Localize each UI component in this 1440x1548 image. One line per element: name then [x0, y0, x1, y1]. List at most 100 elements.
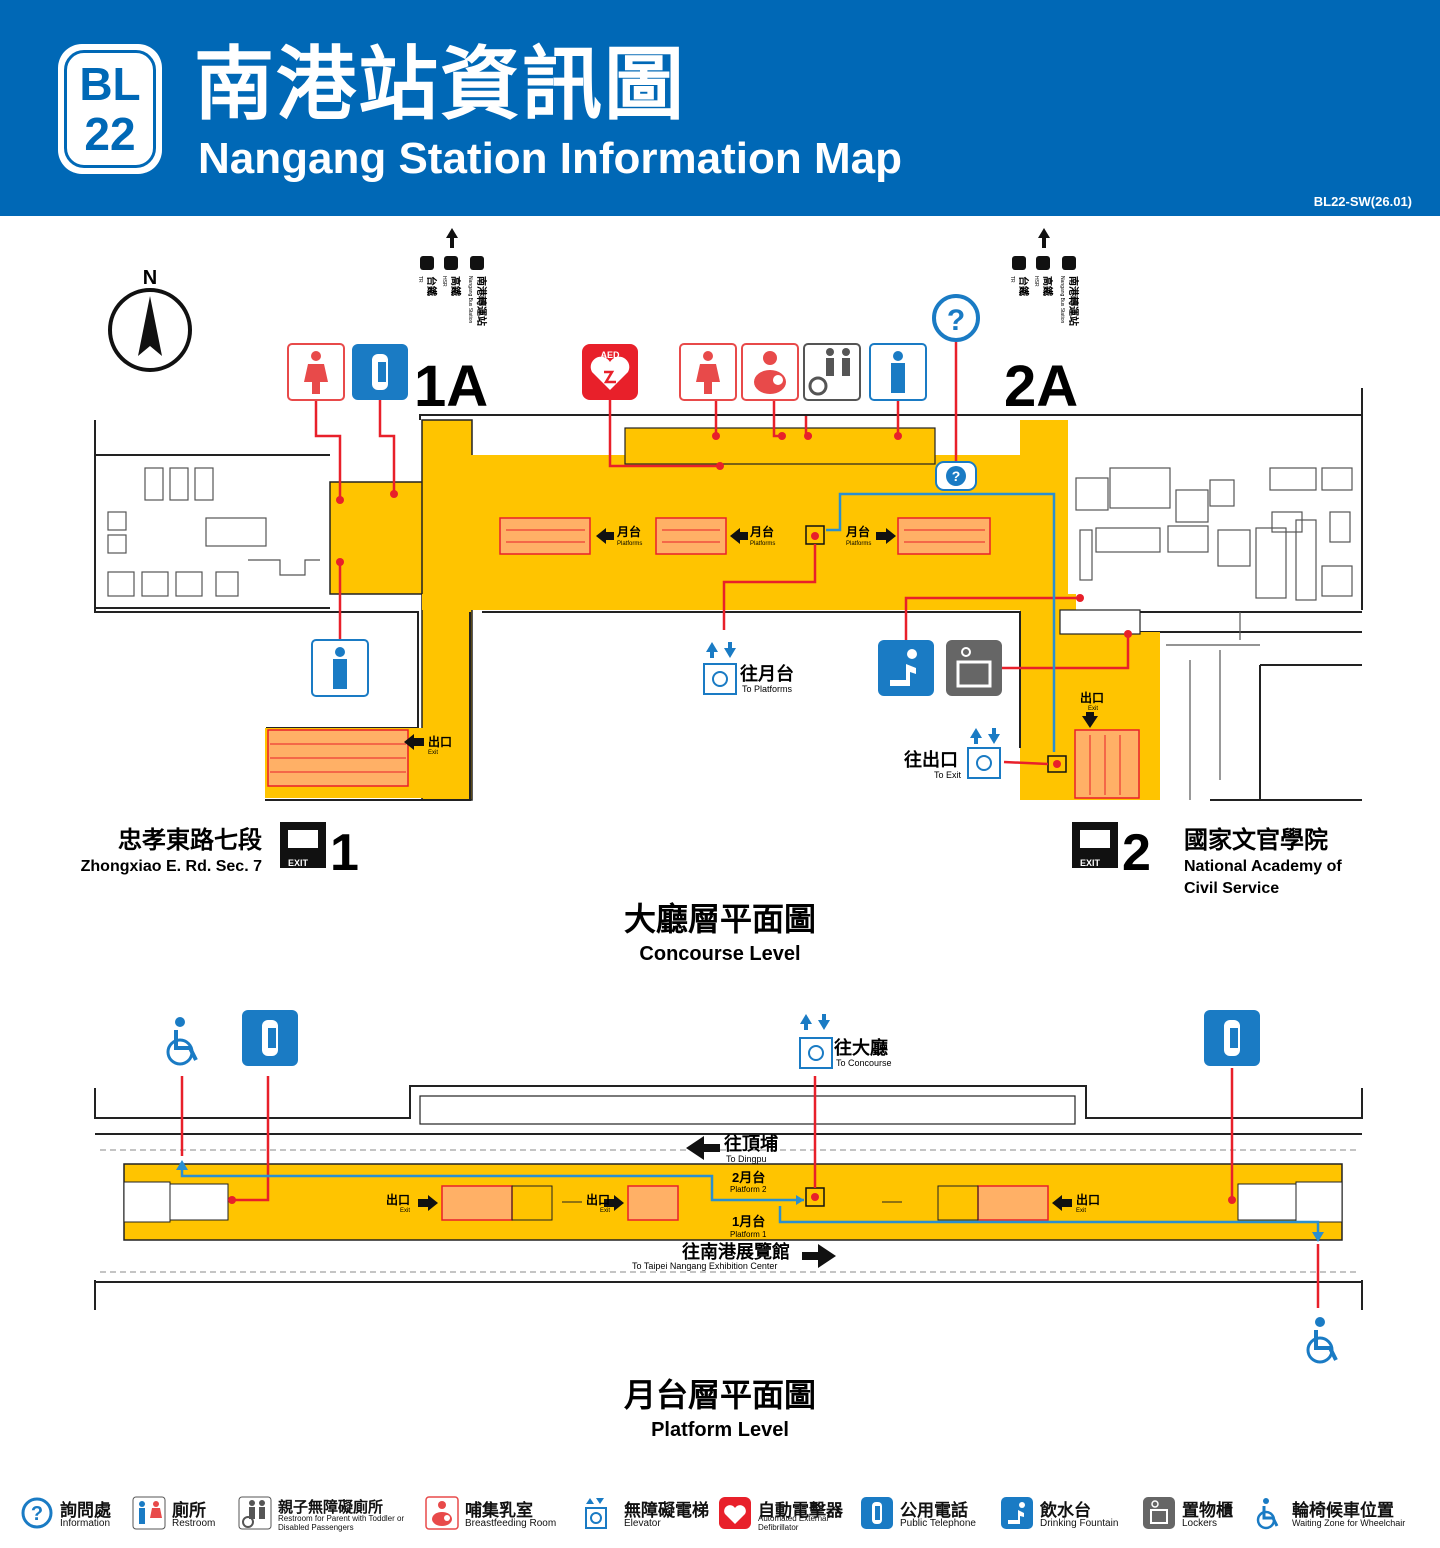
platform1-label-en: Platform 1 [730, 1230, 767, 1239]
legend-label: 輪椅候車位置 [1292, 1501, 1394, 1520]
platform-level-title: 月台層平面圖 [624, 1377, 816, 1413]
legend-item: 廁所 Restroom [132, 1496, 232, 1536]
drinking-fountain-icon [878, 640, 934, 696]
to-platforms-label: 往月台 [740, 663, 794, 684]
exit2-label: 出口 [1080, 690, 1104, 705]
hsr-label-2a: 高鐵 [1041, 276, 1054, 296]
concourse-red-dots [336, 432, 1132, 638]
badge-line: BL [79, 58, 141, 110]
exit-2a-label: 2A [1004, 354, 1078, 419]
exit1-street: 忠孝東路七段 [118, 826, 262, 854]
compass-north: N [143, 267, 157, 289]
legend-label-en: Automated External Defibrillator [758, 1514, 829, 1532]
svg-text:?: ? [947, 304, 965, 337]
exit1-street-en: Zhongxiao E. Rd. Sec. 7 [81, 858, 262, 875]
information-icon-top: ? [932, 294, 980, 342]
restroom-icon [132, 1496, 166, 1530]
exit1-label: 出口 [428, 734, 452, 749]
platform-escalator-frames [511, 1185, 979, 1221]
legend-item: 輪椅候車位置 Waiting Zone for Wheelchair [1252, 1496, 1432, 1536]
exit2-icon [1072, 822, 1118, 868]
to-exit-label: 往出口 [904, 749, 958, 770]
svg-text:HSR: HSR [441, 276, 447, 287]
wheelchair-zone-icon-right [1306, 1317, 1338, 1364]
breastfeeding-icon [741, 343, 799, 401]
legend-label-en: Information [60, 1518, 111, 1529]
map-code: BL22-SW(26.01) [1313, 194, 1412, 209]
svg-text:EXIT: EXIT [1080, 858, 1101, 868]
concourse-level-title: 大廳層平面圖 [624, 901, 816, 937]
information-counter-icon: ? [935, 461, 977, 491]
exit1-arrow [404, 734, 424, 750]
svg-text:Exit: Exit [600, 1208, 610, 1214]
svg-text:?: ? [952, 468, 961, 484]
platform1-label: 1月台 [732, 1214, 765, 1229]
tra-label-2a: 台鐵 [1017, 276, 1030, 296]
to-concourse-label: 往大廳 [834, 1037, 888, 1058]
exit2-label-en: Exit [1088, 706, 1098, 712]
exit2-place: 國家文官學院 [1184, 826, 1328, 854]
building-outlines-right [1075, 467, 1353, 800]
platforms-label-2-en: Platforms [750, 541, 775, 547]
elevator-icon-to-platforms [703, 642, 737, 695]
legend-label: 自動電擊器 [758, 1501, 843, 1520]
exit1-icon [280, 822, 326, 868]
to-dingpu-arrow [686, 1136, 720, 1160]
legend-item: 置物櫃 Lockers [1142, 1496, 1252, 1536]
breastfeeding-icon [425, 1496, 459, 1530]
restroom-female-icon-mid [679, 343, 737, 401]
exit2-place-en2: Civil Service [1184, 880, 1279, 897]
platforms-label-3: 月台 [845, 524, 870, 539]
legend-label: 親子無障礙廁所 [278, 1499, 384, 1516]
legend-label-en: Restroom [172, 1518, 216, 1529]
legend-item: 無障礙電梯 Elevator [584, 1496, 714, 1536]
exit1-number: 1 [330, 824, 359, 882]
aed-icon [582, 344, 638, 400]
platform-exit-1: 出口 [386, 1192, 410, 1207]
exit2-place-en1: National Academy of [1184, 858, 1342, 875]
page-title-en: Nangang Station Information Map [198, 134, 902, 183]
platform-exit-arrows [418, 1195, 1072, 1211]
bus-label-1a: 南港轉運站 [475, 276, 488, 326]
legend-label: 詢問處 [60, 1501, 111, 1520]
legend-label-en: Breastfeeding Room [465, 1518, 557, 1529]
exit2-arrow [1082, 712, 1098, 728]
drinking-fountain-icon [1001, 1497, 1033, 1529]
transfer-sign-2a: 台鐵 高鐵 南港轉運站 TR HSR Nangang Bus Station [1009, 228, 1080, 326]
legend-item: 自動電擊器 Automated External Defibrillator [718, 1496, 858, 1536]
legend-label: 公用電話 [900, 1501, 968, 1520]
station-map: N [81, 228, 1363, 1441]
legend-label-en: Public Telephone [900, 1518, 976, 1529]
legend: ? 詢問處 Information 廁所 Restroom 親子無障礙廁所 Re… [0, 1492, 1440, 1548]
elevator-icon-to-concourse [799, 1014, 833, 1069]
svg-text:Exit: Exit [1076, 1208, 1086, 1214]
platforms-label-1: 月台 [616, 524, 641, 539]
wheelchair-zone-icon-left [166, 1017, 198, 1066]
svg-text:Nangang Bus Station: Nangang Bus Station [467, 276, 473, 323]
legend-label: 廁所 [172, 1501, 206, 1520]
platforms-label-2: 月台 [749, 524, 774, 539]
page-title: 南港站資訊圖 [194, 40, 686, 129]
legend-label: 無障礙電梯 [624, 1501, 709, 1520]
platform-exit-2: 出口 [586, 1192, 610, 1207]
telephone-icon-1a [352, 344, 408, 400]
concourse-level-subtitle: Concourse Level [639, 943, 800, 965]
restroom-female-icon-1a [287, 343, 345, 401]
legend-label-en: Drinking Fountain [1040, 1518, 1119, 1529]
legend-item: 飲水台 Drinking Fountain [1000, 1496, 1138, 1536]
legend-label: 哺集乳室 [465, 1501, 533, 1520]
legend-label-en: Restroom for Parent with Toddler or Disa… [278, 1514, 405, 1532]
exit1-label-en: Exit [428, 750, 438, 756]
platform-exit-3: 出口 [1076, 1192, 1100, 1207]
legend-label-en: Waiting Zone for Wheelchair [1292, 1518, 1406, 1528]
compass-icon [108, 288, 192, 372]
legend-label-en: Elevator [624, 1518, 661, 1529]
elevator-icon-to-exit [967, 728, 1001, 779]
to-exhibition-arrow [802, 1244, 836, 1268]
building-outlines-left [107, 467, 320, 597]
svg-text:Exit: Exit [400, 1208, 410, 1214]
telephone-icon [861, 1497, 893, 1529]
information-icon: ? [21, 1497, 53, 1529]
svg-text:TR: TR [417, 276, 423, 283]
bus-label-2a: 南港轉運站 [1067, 276, 1080, 326]
